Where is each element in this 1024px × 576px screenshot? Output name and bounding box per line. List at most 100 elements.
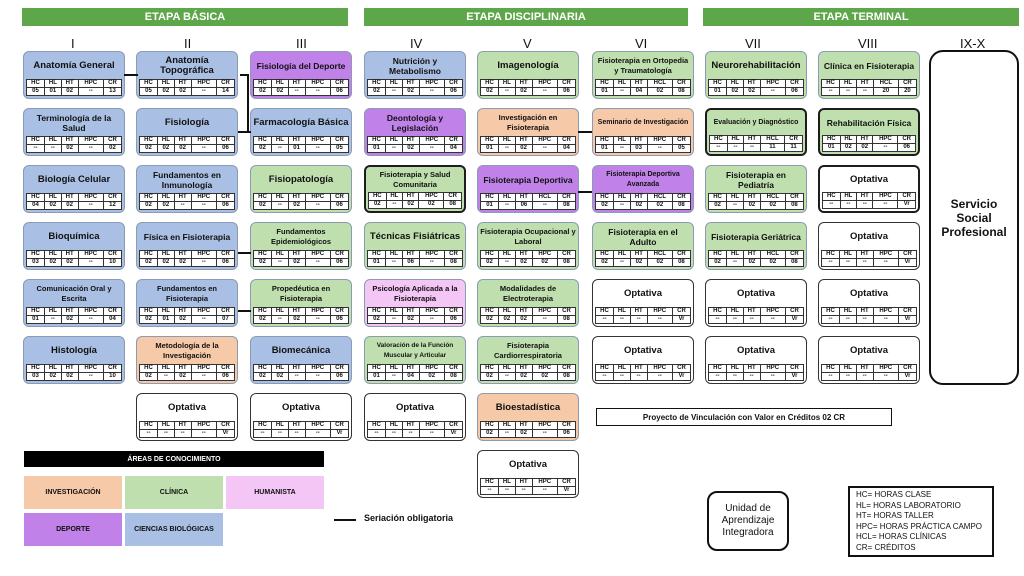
credit-header-cell: HT: [514, 136, 533, 145]
credit-header-cell: CR: [784, 307, 805, 316]
credit-header-cell: HT: [742, 250, 761, 259]
credit-value-cell: 02: [856, 143, 874, 152]
credit-header-cell: HC: [480, 79, 499, 88]
credit-value-cell: --: [287, 87, 306, 96]
credit-header-cell: HC: [822, 192, 841, 201]
credit-header-cell: HL: [839, 192, 858, 201]
credit-header-cell: CR: [784, 193, 805, 202]
credit-header-cell: CR: [329, 193, 350, 202]
credit-header-cell: CR: [443, 192, 462, 201]
credit-header-cell: HL: [157, 193, 175, 202]
course-title: Optativa: [736, 344, 775, 356]
credit-value-cell: 02: [401, 144, 420, 153]
credit-value-cell: --: [821, 315, 840, 324]
credit-header-cell: HPC: [190, 421, 217, 430]
credit-header-cell: HC: [707, 193, 728, 202]
credit-header-cell: CR: [443, 364, 464, 373]
credit-header-cell: HPC: [304, 193, 331, 202]
credit-value-cell: --: [595, 372, 614, 381]
course-title: Biomecánica: [271, 344, 331, 356]
credit-header-cell: HT: [401, 421, 420, 430]
credit-header-cell: CR: [671, 79, 692, 88]
credit-header-cell: HPC: [190, 250, 217, 259]
credit-header-cell: HT: [514, 421, 533, 430]
area-humanista: HUMANISTA: [226, 476, 324, 509]
credit-header-cell: HPC: [418, 79, 445, 88]
credit-header-cell: HT: [856, 135, 874, 144]
credit-header-cell: HCL: [872, 79, 899, 88]
stage-disciplinaria: ETAPA DISCIPLINARIA: [364, 8, 688, 26]
credit-value-cell: 20: [897, 87, 918, 96]
credit-value-cell: --: [77, 372, 104, 381]
credit-header-cell: HT: [514, 364, 533, 373]
credit-value-cell: --: [839, 372, 857, 381]
credit-header-cell: HL: [385, 307, 403, 316]
credit-value-cell: 02: [629, 201, 648, 210]
credit-value-cell: 01: [367, 258, 386, 267]
credit-value-cell: 01: [480, 144, 499, 153]
credit-value-cell: --: [173, 429, 192, 438]
credit-value-cell: --: [271, 201, 289, 210]
credit-header-cell: HC: [595, 136, 614, 145]
credit-value-cell: 02: [139, 258, 158, 267]
seriacion-connector: [247, 74, 249, 132]
unidad-aprendizaje-integradora: Unidad de Aprendizaje Integradora: [707, 491, 789, 551]
credit-value-cell: --: [418, 315, 445, 324]
credit-value-cell: --: [77, 87, 104, 96]
uai-line: Aprendizaje: [721, 515, 775, 526]
credit-header-cell: HC: [367, 79, 386, 88]
credit-header-cell: HL: [271, 79, 289, 88]
credit-value-cell: --: [271, 315, 289, 324]
course-title: Optativa: [849, 230, 888, 242]
credit-value-cell: 02: [173, 258, 192, 267]
credit-header-cell: CR: [443, 307, 464, 316]
credit-header-cell: HC: [139, 307, 158, 316]
credit-value-cell: 04: [26, 201, 45, 210]
credit-value-cell: 08: [671, 258, 692, 267]
credit-header-cell: HL: [839, 364, 857, 373]
credit-header-cell: HL: [385, 192, 404, 201]
credit-value-cell: --: [726, 372, 744, 381]
course-title: Bioestadística: [495, 401, 561, 413]
abbreviation-legend: HC= HORAS CLASE HL= HORAS LABORATORIO HT…: [848, 486, 994, 557]
credit-header-cell: HPC: [77, 193, 104, 202]
credit-header-cell: HL: [157, 307, 175, 316]
credit-header-cell: HC: [253, 421, 272, 430]
credit-header-cell: HC: [26, 193, 45, 202]
credit-header-cell: HT: [60, 307, 79, 316]
credit-header-cell: HC: [480, 250, 499, 259]
course-title: Fundamentos en Fisioterapia: [156, 283, 217, 303]
credit-value-cell: --: [613, 372, 631, 381]
credit-value-cell: --: [759, 372, 786, 381]
credit-header-cell: HC: [139, 79, 158, 88]
course-title: Rehabilitación Física: [826, 117, 912, 128]
credit-value-cell: 02: [253, 144, 272, 153]
credit-value-cell: 11: [759, 143, 786, 152]
seriacion-connector: [578, 191, 592, 193]
credit-value-cell: --: [872, 315, 899, 324]
credit-value-cell: --: [531, 87, 558, 96]
seriacion-connector: [124, 74, 138, 76]
credit-value-cell: --: [821, 372, 840, 381]
credit-value-cell: 01: [595, 144, 614, 153]
areas-title: ÁREAS DE CONOCIMIENTO: [24, 451, 324, 467]
course-title: Nutrición y Metabolismo: [389, 55, 441, 76]
credit-header-cell: HT: [173, 193, 192, 202]
credit-value-cell: 08: [556, 258, 577, 267]
credit-header-cell: HL: [44, 193, 62, 202]
credit-value-cell: 02: [480, 87, 499, 96]
course-title: Psicología Aplicada a la Fisioterapia: [372, 283, 458, 303]
credit-header-cell: HC: [253, 136, 272, 145]
